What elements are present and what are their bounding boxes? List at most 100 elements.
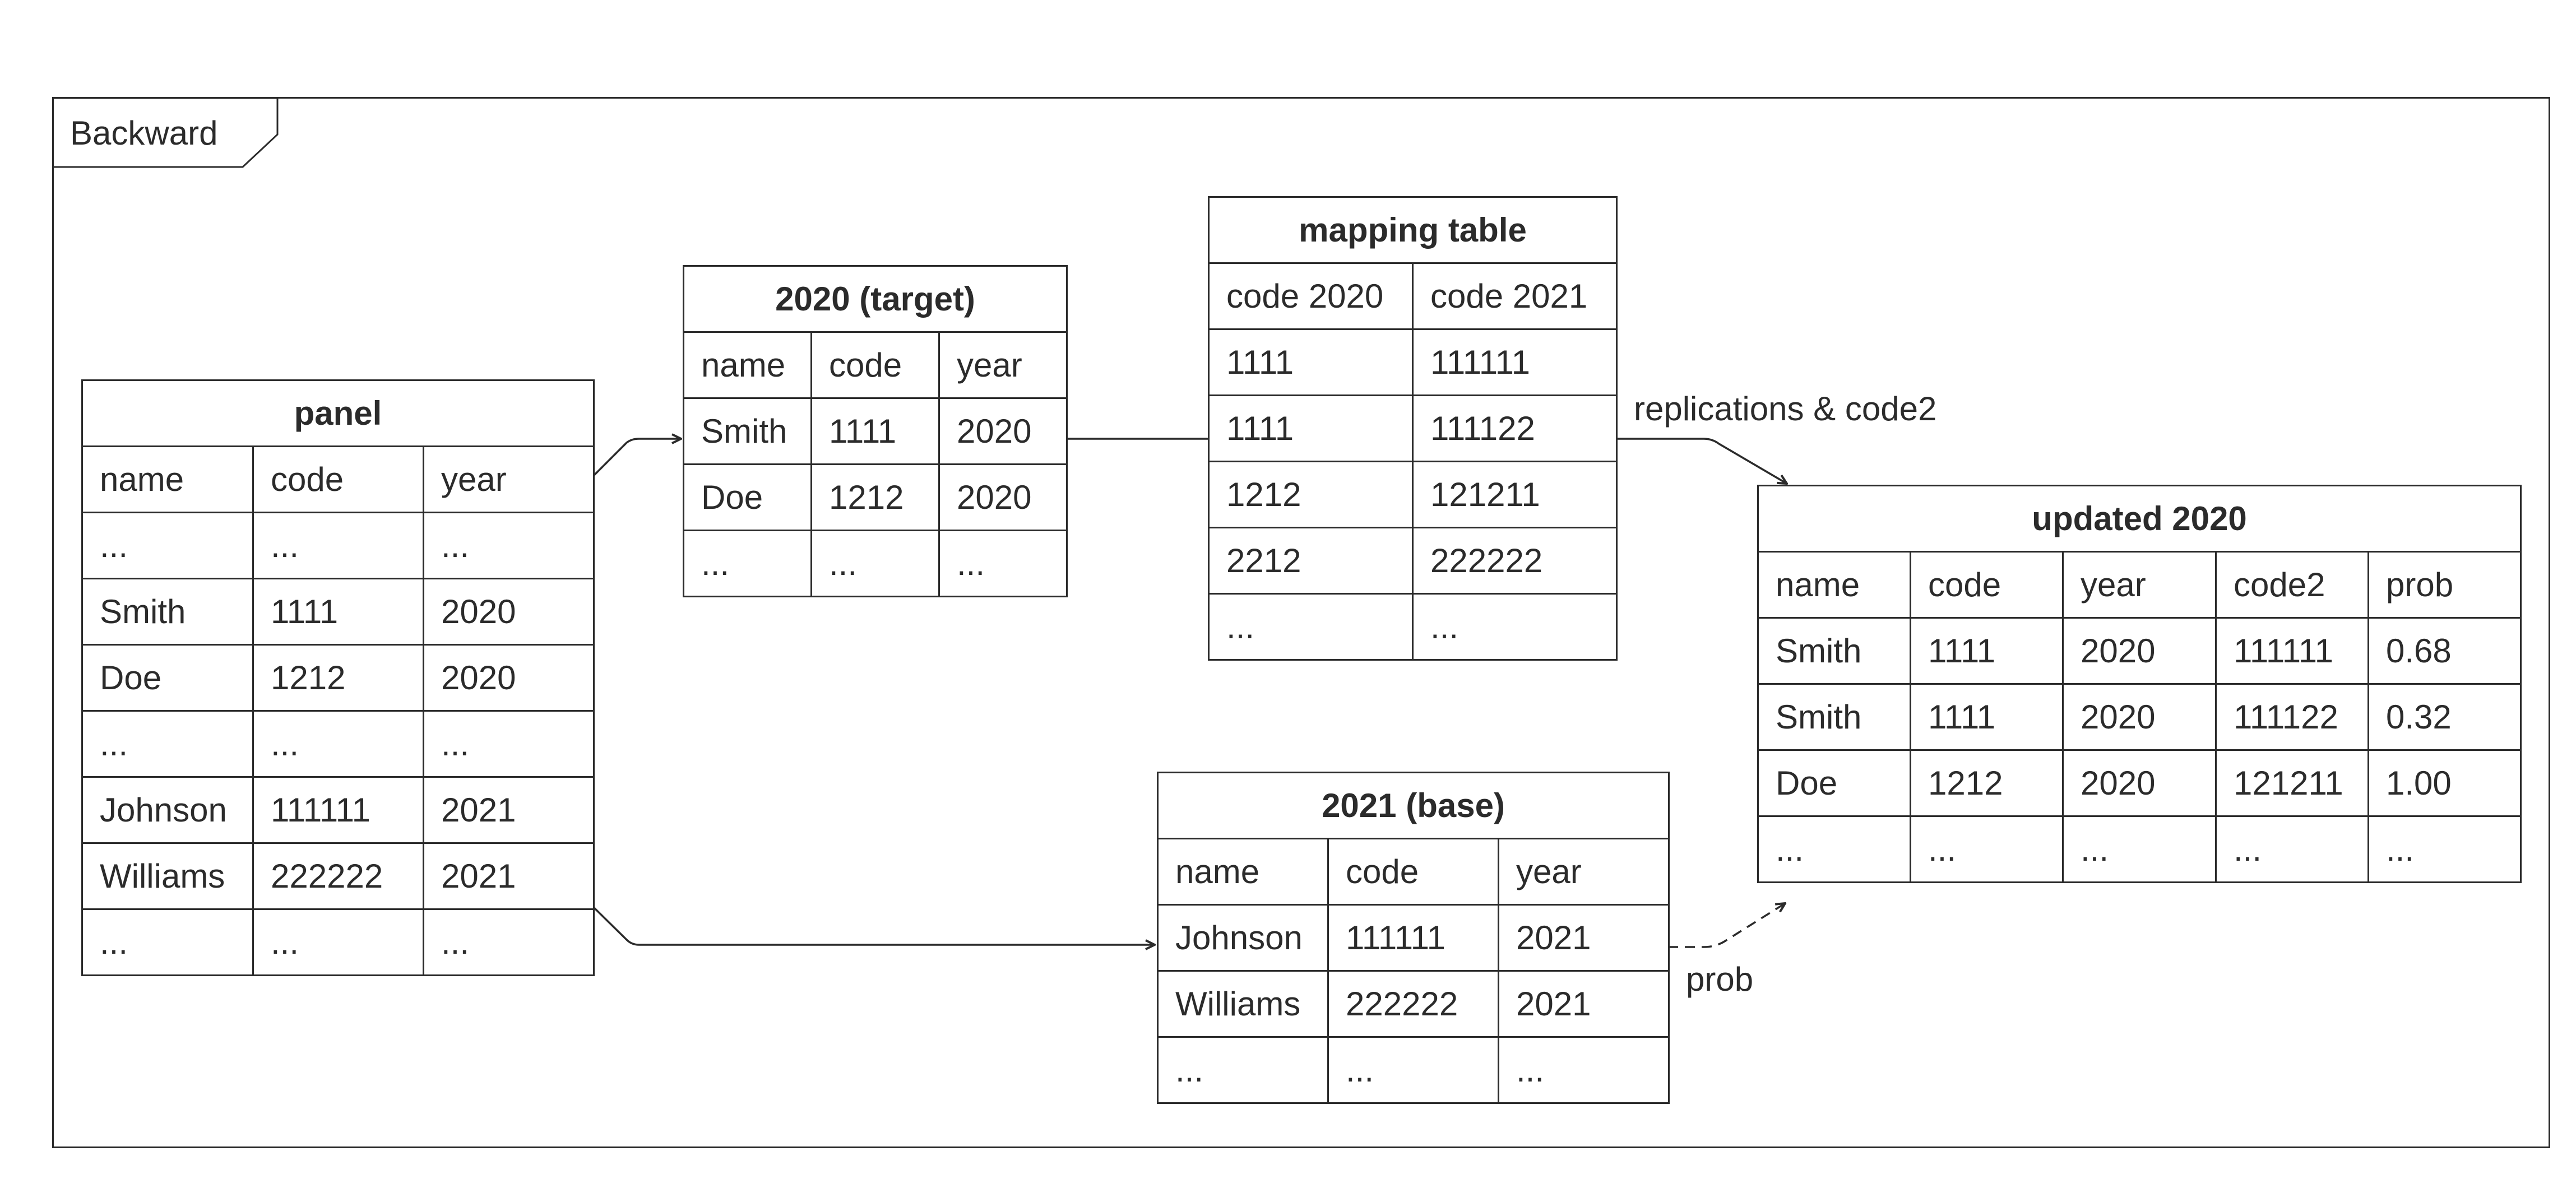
column-header: code: [1910, 551, 2064, 619]
table-cell: Doe: [1757, 749, 1911, 817]
table-cell: Doe: [683, 463, 812, 531]
table-cell: ...: [1411, 593, 1618, 661]
table-row: ...............: [1757, 815, 2522, 883]
prob-edge-label: prob: [1686, 960, 1754, 998]
column-header: year: [2062, 551, 2217, 619]
column-header: name: [1157, 838, 1329, 906]
table-cell: 111122: [1411, 394, 1618, 462]
table-cell: 1212: [1208, 461, 1414, 528]
table-title: updated 2020: [1757, 485, 2522, 553]
table-cell: 1.00: [2367, 749, 2522, 817]
table-cell: 2020: [2062, 683, 2217, 751]
column-header: name: [81, 445, 254, 513]
table-cell: 0.32: [2367, 683, 2522, 751]
table-cell: ...: [1327, 1036, 1499, 1104]
table-cell: 1212: [810, 463, 940, 531]
table-cell: ...: [81, 908, 254, 976]
column-header: code2: [2215, 551, 2369, 619]
table-cell: 0.68: [2367, 617, 2522, 685]
column-header: year: [938, 331, 1068, 399]
table-cell: 2020: [938, 397, 1068, 465]
table-cell: 121211: [2215, 749, 2369, 817]
table-cell: ...: [2062, 815, 2217, 883]
table-cell: 2021: [1497, 904, 1670, 972]
table-cell: Johnson: [81, 776, 254, 844]
table-cell: Smith: [683, 397, 812, 465]
table-title: 2021 (base): [1156, 772, 1670, 839]
column-header: code: [252, 445, 424, 513]
arrow-panel-to-base2021: [592, 906, 1155, 945]
column-header: code: [1327, 838, 1499, 906]
table-cell: Smith: [1757, 617, 1911, 685]
table-cell: ...: [1157, 1036, 1329, 1104]
table-cell: ...: [938, 530, 1068, 597]
table-cell: 2020: [422, 578, 595, 646]
table-cell: Williams: [1157, 970, 1329, 1038]
table-cell: 2021: [422, 776, 595, 844]
table-cell: 2021: [422, 842, 595, 910]
table-cell: 222222: [1411, 527, 1618, 595]
table-title-row: 2021 (base): [1156, 772, 1670, 839]
table-cell: ...: [252, 908, 424, 976]
arrow-mapping-to-updated2020: [1616, 438, 1787, 484]
table-cell: 2021: [1497, 970, 1670, 1038]
table-cell: 2212: [1208, 527, 1414, 595]
column-header: prob: [2367, 551, 2522, 619]
table-cell: 111111: [1411, 328, 1618, 396]
table-cell: Johnson: [1157, 904, 1329, 972]
table-cell: 222222: [252, 842, 424, 910]
table-row: .........: [81, 710, 595, 778]
table-cell: 1111: [1208, 328, 1414, 396]
table-cell: Williams: [81, 842, 254, 910]
column-header: name: [683, 331, 812, 399]
table-cell: 2020: [2062, 617, 2217, 685]
table-cell: 111122: [2215, 683, 2369, 751]
table-cell: ...: [422, 512, 595, 579]
column-header: code: [810, 331, 940, 399]
table-cell: ...: [81, 512, 254, 579]
table-title: mapping table: [1207, 196, 1618, 264]
frame-label: Backward: [70, 114, 218, 152]
table-cell: ...: [1910, 815, 2064, 883]
table-cell: ...: [252, 710, 424, 778]
column-header: year: [1497, 838, 1670, 906]
table-cell: ...: [1208, 593, 1414, 661]
table-title: panel: [81, 379, 595, 447]
table-title-row: mapping table: [1207, 196, 1618, 264]
table-title-row: panel: [81, 379, 595, 447]
arrow-panel-to-target2020: [592, 439, 681, 477]
column-header: name: [1757, 551, 1911, 619]
table-cell: 2020: [2062, 749, 2217, 817]
table-cell: 1111: [810, 397, 940, 465]
table-cell: Smith: [81, 578, 254, 646]
table-row: ......: [1208, 593, 1618, 661]
table-row: .........: [81, 908, 595, 976]
table-cell: 2020: [938, 463, 1068, 531]
table-cell: Smith: [1757, 683, 1911, 751]
replications-edge-label: replications & code2: [1634, 390, 1937, 428]
table-cell: 1111: [1910, 617, 2064, 685]
table-cell: ...: [810, 530, 940, 597]
table-cell: 222222: [1327, 970, 1499, 1038]
column-header: code 2020: [1208, 262, 1414, 330]
